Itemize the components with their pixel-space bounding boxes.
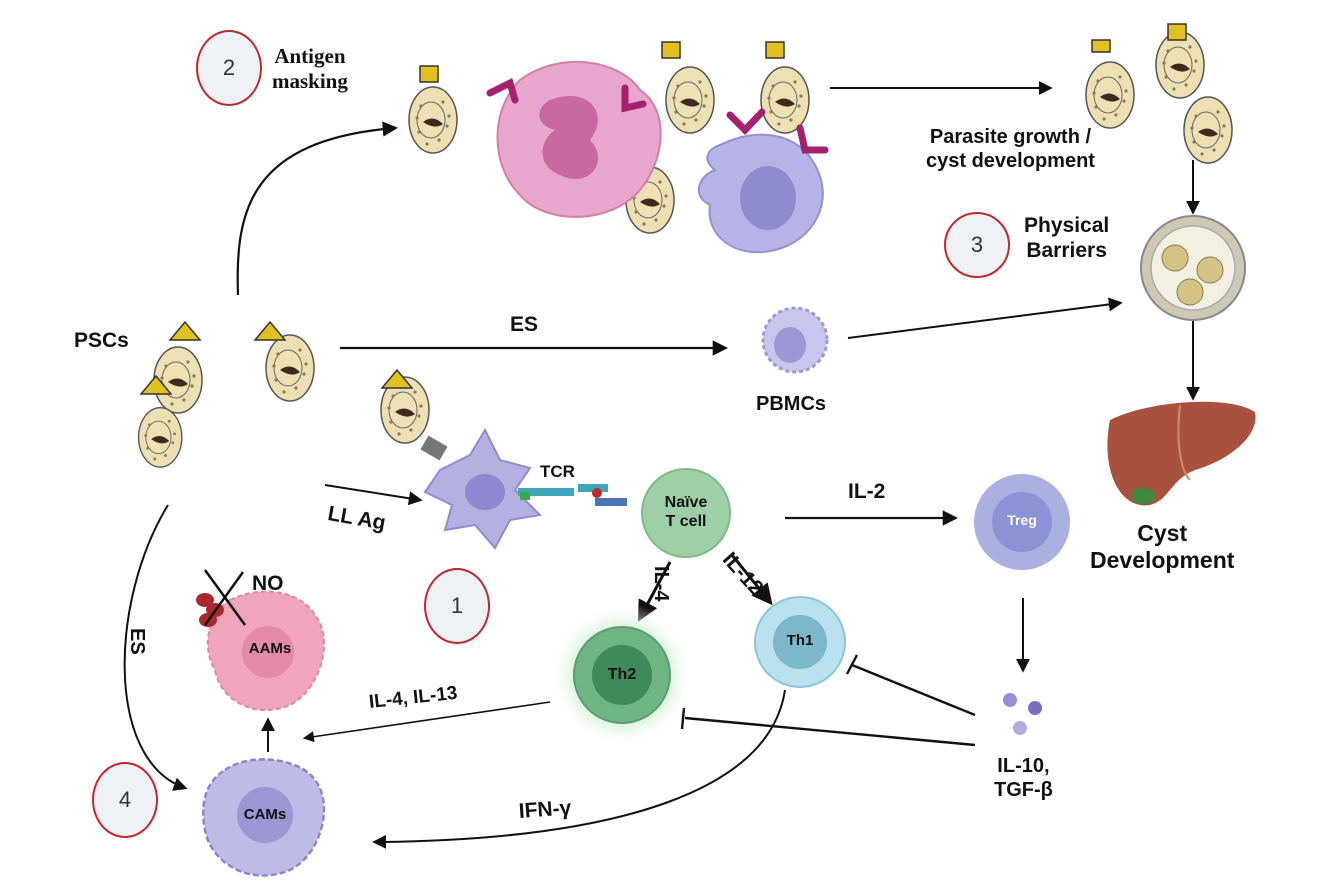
neutrophil xyxy=(486,60,662,218)
psc-on-dendritic-cell xyxy=(380,368,448,461)
inhibit-il10-th1 xyxy=(851,663,976,717)
parasite-growth-label: Parasite growth / cyst development xyxy=(926,126,1095,173)
no-label: NO xyxy=(252,572,284,595)
pbmcs-label: PBMCs xyxy=(756,393,827,415)
antigen-masking-line2: masking xyxy=(272,68,348,93)
step-1-badge: 1 xyxy=(424,568,490,644)
cyst-development-line2: Development xyxy=(1090,547,1235,574)
cyst-development-label: Cyst Development xyxy=(1090,520,1234,574)
es-top-label: ES xyxy=(510,313,539,336)
arrow-pscs-to-antigen-masking xyxy=(236,121,399,296)
il2-label: IL-2 xyxy=(848,480,886,503)
th1-cell xyxy=(754,596,846,688)
pscs-label: PSCs xyxy=(74,329,129,352)
inhibit-il10-th2 xyxy=(684,716,976,747)
cyst-development-line1: Cyst xyxy=(1137,520,1188,546)
arrow-es-to-cams xyxy=(123,504,188,791)
treg-label: Treg xyxy=(1007,512,1037,528)
step-3-badge: 3 xyxy=(944,212,1010,278)
th2-cell xyxy=(550,603,694,747)
step-4-badge: 4 xyxy=(92,762,158,838)
psc-parasite xyxy=(137,320,315,468)
il4-label: IL-4 xyxy=(650,566,672,602)
aam-cell xyxy=(196,569,325,711)
ifn-gamma-label: IFN-γ xyxy=(518,796,572,823)
th2-label: Th2 xyxy=(607,666,637,683)
parasite-growth-line1: Parasite growth / xyxy=(929,126,1092,148)
antigen-masking-label: Antigen masking xyxy=(272,44,348,94)
treg-cell xyxy=(974,474,1070,570)
th1-label: Th1 xyxy=(786,632,814,649)
physical-barriers-line1: Physical xyxy=(1024,214,1110,237)
arrow-th1-ifn-to-cams xyxy=(372,689,786,849)
arrow-naive-to-th1 xyxy=(730,554,773,606)
naive-t-cell-line2: T cell xyxy=(665,512,707,530)
naive-t-cell-line1: Naïve xyxy=(664,494,708,511)
hydatid-cyst xyxy=(1140,215,1246,321)
aams-label: AAMs xyxy=(248,640,292,657)
il10-tgfb-label: IL-10, TGF-β xyxy=(994,755,1053,802)
es-left-label: ES xyxy=(126,628,148,655)
liver xyxy=(1107,401,1256,506)
il10-line2: TGF-β xyxy=(994,778,1053,801)
macrophage xyxy=(697,108,829,254)
physical-barriers-label: Physical Barriers xyxy=(1024,214,1109,264)
arrow-th2-to-aams xyxy=(302,701,551,743)
cams-label: CAMs xyxy=(243,806,287,823)
pbmc-cell xyxy=(761,306,829,374)
dendritic-cell xyxy=(423,427,627,550)
arrow-pbmcs-to-barrier xyxy=(847,297,1123,339)
cam-cell xyxy=(201,758,326,877)
naive-t-cell-label: Naïve T cell xyxy=(652,494,720,532)
cytokine-dots xyxy=(1003,693,1042,735)
physical-barriers-line2: Barriers xyxy=(1026,238,1107,262)
parasite-growth-line2: cyst development xyxy=(926,149,1095,172)
tcr-label: TCR xyxy=(540,462,575,481)
naive-t-cell xyxy=(641,468,731,558)
step-2-badge: 2 xyxy=(196,30,262,106)
arrow-ll-ag xyxy=(324,484,423,506)
antigen-masking-line1: Antigen xyxy=(274,44,346,68)
il10-line1: IL-10, xyxy=(997,755,1050,777)
